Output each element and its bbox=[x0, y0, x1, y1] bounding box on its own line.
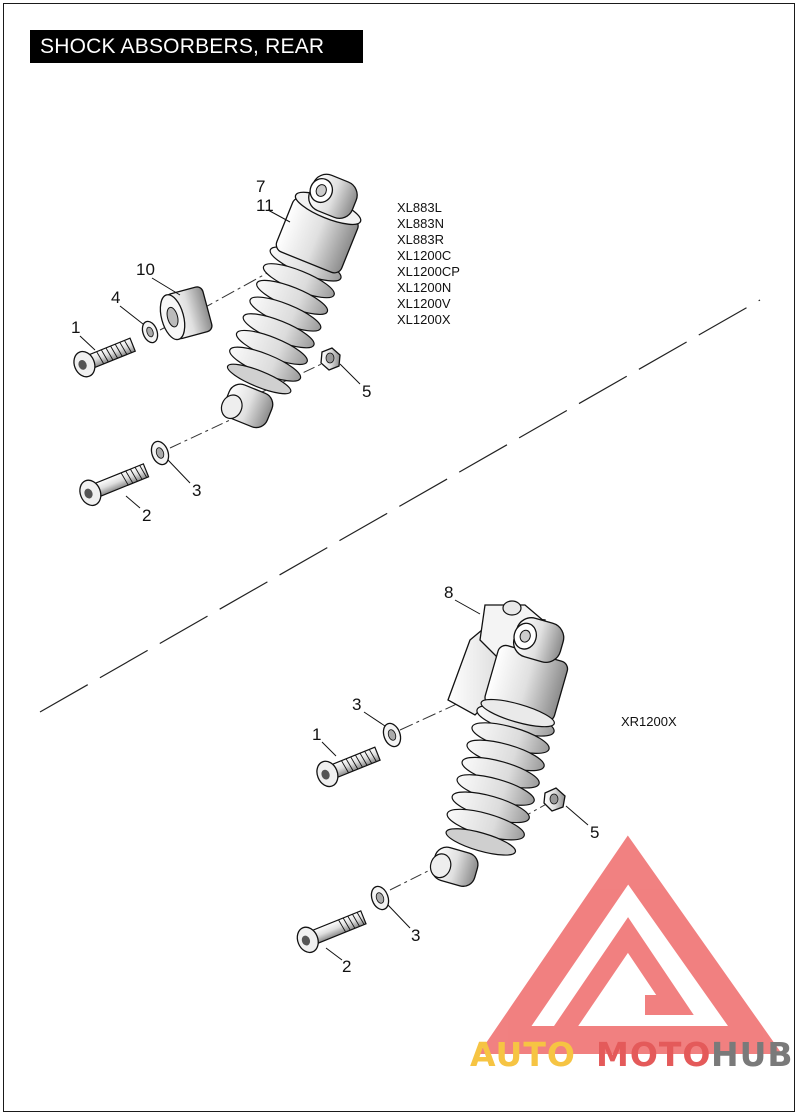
lower-callout-2: 2 bbox=[342, 957, 351, 976]
upper-washer-3 bbox=[150, 440, 170, 466]
lower-assembly: 8 3 1 5 3 2 XR1200X bbox=[296, 583, 677, 976]
upper-callout-4: 4 bbox=[111, 288, 120, 307]
page-title: SHOCK ABSORBERS, REAR bbox=[30, 30, 363, 63]
upper-callout-11: 11 bbox=[256, 196, 274, 215]
watermark-logo-icon bbox=[478, 835, 783, 1054]
lower-leader-lines bbox=[321, 599, 589, 961]
upper-nut-5 bbox=[320, 347, 341, 371]
upper-callout-3: 3 bbox=[192, 481, 201, 500]
upper-assembly: 1 4 10 7 11 5 3 2 XL883L XL883N XL883R X… bbox=[71, 173, 460, 525]
model-item: XL883L bbox=[397, 200, 442, 215]
upper-washer-4 bbox=[141, 320, 159, 344]
upper-shock-absorber bbox=[220, 173, 362, 429]
upper-nut-center-line bbox=[261, 359, 331, 393]
model-item: XL883R bbox=[397, 232, 444, 247]
upper-spring bbox=[226, 246, 342, 395]
upper-leader-lines bbox=[79, 209, 361, 509]
model-item: XL1200X bbox=[397, 312, 451, 327]
lower-callout-1: 1 bbox=[312, 725, 321, 744]
upper-bolt-2 bbox=[79, 463, 150, 507]
upper-bolt-1 bbox=[73, 337, 137, 378]
upper-callout-1: 1 bbox=[71, 318, 80, 337]
lower-bolt-2 bbox=[296, 910, 367, 954]
lower-shock-absorber bbox=[429, 617, 569, 887]
model-item: XL1200N bbox=[397, 280, 451, 295]
upper-model-list: XL883L XL883N XL883R XL1200C XL1200CP XL… bbox=[397, 200, 460, 327]
lower-callout-3-bottom: 3 bbox=[411, 926, 420, 945]
watermark-text-auto: AUTO bbox=[470, 1035, 576, 1074]
page-frame bbox=[3, 3, 795, 1112]
upper-callout-10: 10 bbox=[136, 260, 155, 279]
model-item: XL1200C bbox=[397, 248, 451, 263]
upper-callout-2: 2 bbox=[142, 506, 151, 525]
lower-washer-3-top bbox=[382, 722, 402, 748]
lower-nut-5 bbox=[543, 787, 566, 812]
lower-bolt-1 bbox=[316, 746, 381, 788]
lower-washer-3-bottom bbox=[370, 885, 390, 911]
lower-model-label: XR1200X bbox=[621, 714, 677, 729]
lower-callout-3-top: 3 bbox=[352, 695, 361, 714]
watermark-text-moto: MOTO bbox=[596, 1035, 712, 1074]
model-item: XL883N bbox=[397, 216, 444, 231]
upper-spacer bbox=[159, 286, 213, 341]
lower-callout-8: 8 bbox=[444, 583, 453, 602]
model-item: XL1200CP bbox=[397, 264, 460, 279]
upper-bottom-center-line bbox=[169, 419, 231, 449]
watermark-text-hub: HUB bbox=[711, 1035, 794, 1074]
upper-callout-5: 5 bbox=[362, 382, 371, 401]
lower-callout-5: 5 bbox=[590, 823, 599, 842]
upper-callout-7: 7 bbox=[256, 177, 265, 196]
model-item: XL1200V bbox=[397, 296, 451, 311]
section-divider-line bbox=[39, 299, 761, 713]
